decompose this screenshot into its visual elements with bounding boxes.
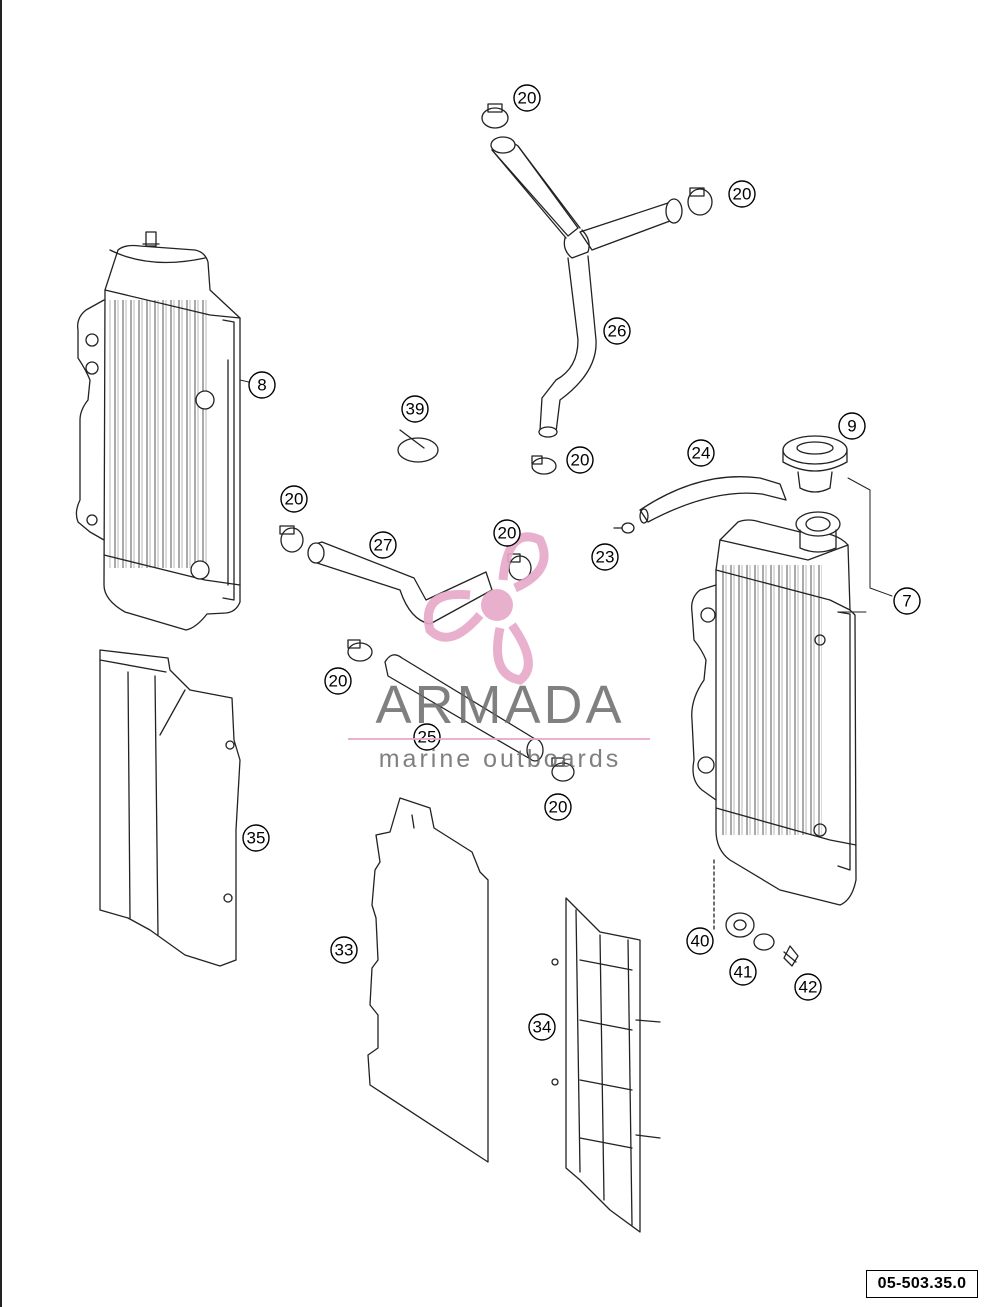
callout-20: 20 — [285, 490, 304, 509]
callout-20: 20 — [329, 672, 348, 691]
watermark-title: ARMADA — [375, 675, 625, 735]
callout-42: 42 — [799, 978, 818, 997]
radiator-cap — [782, 435, 848, 493]
watermark-propeller-logo — [424, 532, 549, 685]
watermark-subtitle: marine outboards — [378, 745, 622, 773]
callout-9: 9 — [847, 417, 856, 436]
guard-frame — [551, 897, 661, 1233]
callout-23: 23 — [596, 548, 615, 567]
overflow-hose — [639, 476, 787, 524]
callout-20: 20 — [549, 798, 568, 817]
callout-7: 7 — [902, 592, 911, 611]
callout-markers — [242, 84, 921, 1041]
callout-20: 20 — [571, 451, 590, 470]
fitting-23 — [613, 522, 635, 534]
hose-clamps — [279, 103, 713, 782]
diagram-reference-code: 05-503.35.0 — [866, 1270, 978, 1298]
y-hose — [490, 136, 683, 438]
callout-26: 26 — [608, 322, 627, 341]
callout-34: 34 — [533, 1018, 552, 1037]
callout-20: 20 — [498, 524, 517, 543]
callout-40: 40 — [691, 932, 710, 951]
left-radiator — [75, 231, 241, 631]
callout-20: 20 — [733, 185, 752, 204]
hose-27 — [307, 541, 493, 625]
callout-8: 8 — [257, 376, 266, 395]
callout-35: 35 — [247, 829, 266, 848]
right-radiator — [691, 511, 857, 906]
guard-plate — [367, 797, 489, 1163]
callout-39: 39 — [406, 400, 425, 419]
page-edge-rule — [0, 0, 2, 1307]
shroud-35 — [99, 649, 241, 967]
callout-27: 27 — [374, 536, 393, 555]
hose-25 — [384, 654, 544, 762]
callout-41: 41 — [734, 963, 753, 982]
callout-20: 20 — [518, 89, 537, 108]
mounting-hardware — [713, 859, 799, 967]
callout-33: 33 — [335, 941, 354, 960]
callout-24: 24 — [692, 444, 711, 463]
cable-tie — [397, 429, 439, 463]
callout-25: 25 — [418, 728, 437, 747]
watermark-divider — [348, 738, 650, 740]
